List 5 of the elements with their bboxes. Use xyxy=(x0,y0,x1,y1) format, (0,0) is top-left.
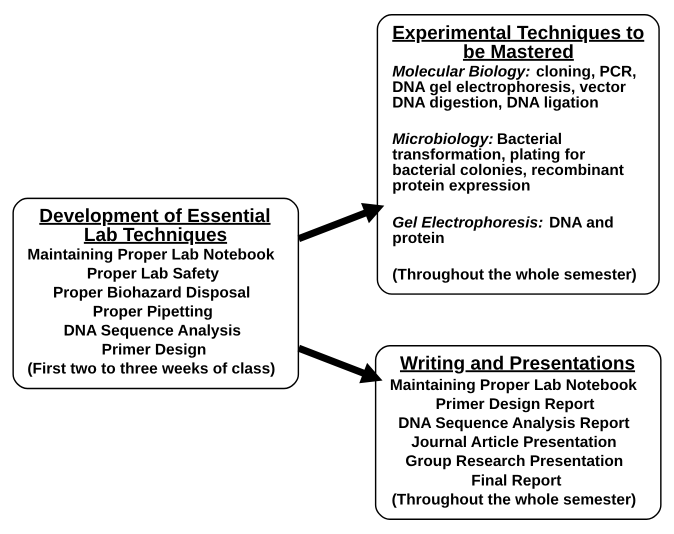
arrow xyxy=(297,344,383,384)
arrow xyxy=(297,202,384,242)
node-box: Development of Essential Lab Techniques Maintaining Proper Lab Notebook Proper Lab Safety Proper Biohazard Disposal Proper Pipetting DNA Sequence Analysis Primer Design (First two to three weeks of class) xyxy=(12,198,300,390)
node-box: Writing and Presentations Maintaining Proper Lab Notebook Primer Design Report DNA Sequence Analysis Report Journal Article Presentation Group Research Presentation Final Report (Throughout the whole semester) xyxy=(374,345,662,520)
node-box: Experimental Techniques to be Mastered Molecular Biology: cloning, PCR, DNA gel electrophoresis, vector DNA digestion, DNA ligation Microbiology: Bacterial transformation, plating for bacterial colonies, recombinant protein expression Gel Electrophoresis: DNA and protein (Throughout the whole semester) xyxy=(376,14,660,295)
